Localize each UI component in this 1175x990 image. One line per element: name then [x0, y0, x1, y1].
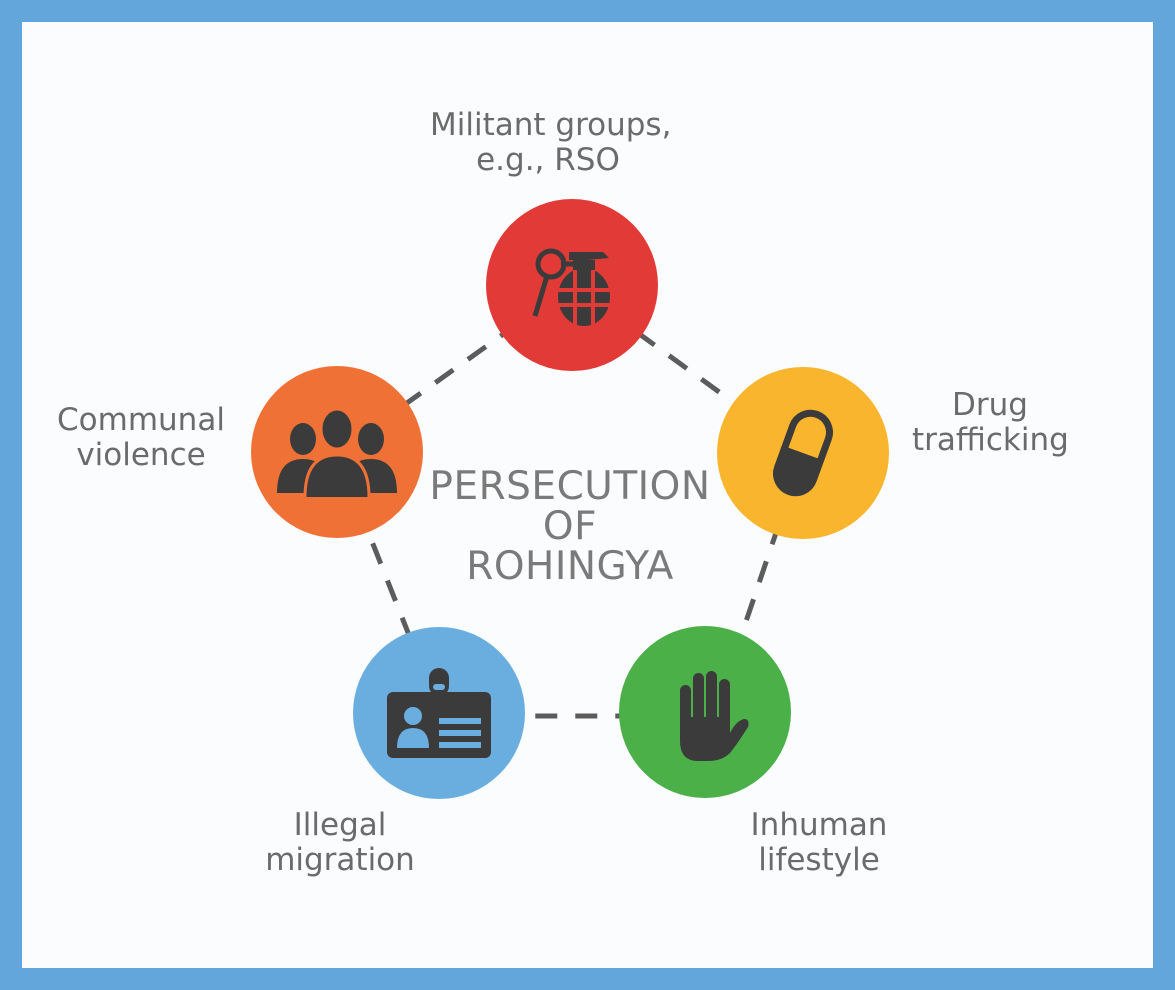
label-inhuman-lifestyle: Inhuman lifestyle	[750, 807, 888, 878]
center-title-line-1: PERSECUTION	[429, 464, 711, 509]
pill-capsule-icon	[772, 409, 834, 497]
label-militant-groups: Militant groups, e.g., RSO	[430, 107, 672, 178]
node-inhuman-lifestyle	[619, 626, 791, 798]
node-militant-groups	[486, 199, 658, 371]
center-title-line-2: OF	[542, 504, 598, 549]
people-group-icon	[277, 407, 397, 498]
node-illegal-migration	[353, 627, 525, 799]
label-drug-trafficking: Drug trafficking	[912, 387, 1069, 458]
label-communal-violence: Communal violence	[57, 402, 225, 473]
label-illegal-migration: Illegal migration	[265, 807, 415, 878]
center-title-line-3: ROHINGYA	[466, 544, 674, 589]
center-title: PERSECUTION OF ROHINGYA	[400, 467, 740, 587]
stop-hand-icon	[680, 671, 749, 761]
grenade-icon	[532, 248, 610, 326]
node-drug-trafficking	[717, 367, 889, 539]
node-communal-violence	[251, 366, 423, 538]
id-badge-icon	[387, 668, 491, 758]
